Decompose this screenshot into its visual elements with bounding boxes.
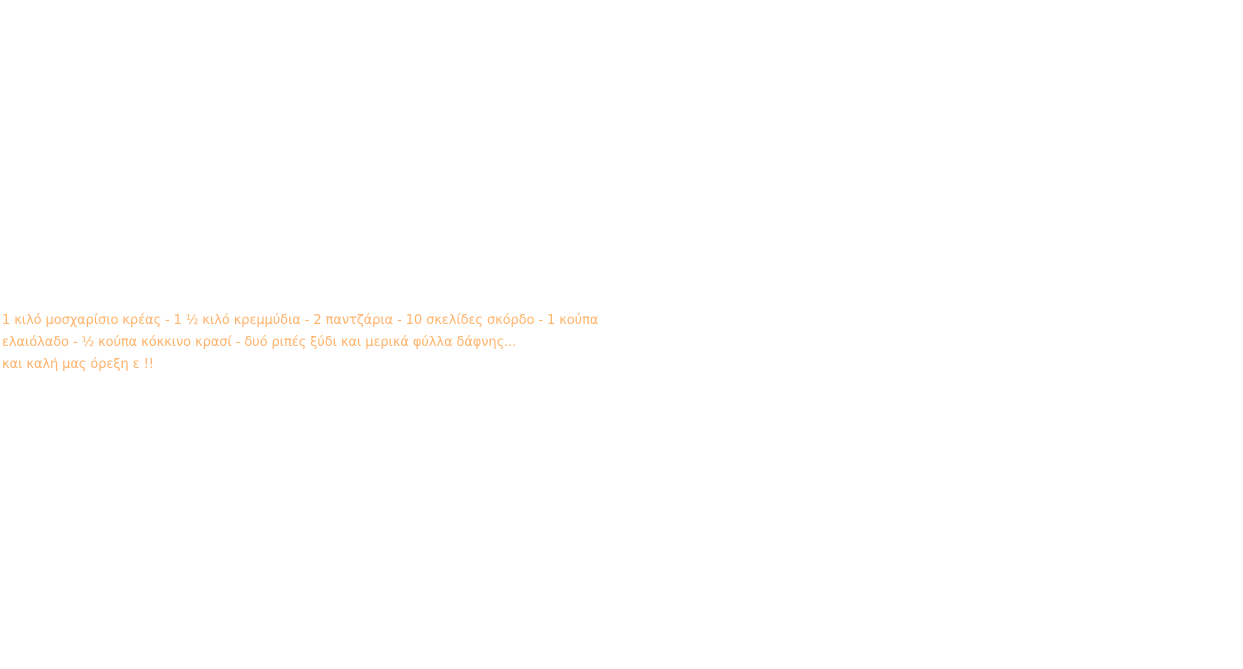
recipe-text: 1 κιλό μοσχαρίσιο κρέας - 1 ½ κιλό κρεμμ… [2, 310, 602, 376]
recipe-line-closing: και καλή μας όρεξη ε !! [2, 357, 154, 372]
recipe-line-ingredients-1: 1 κιλό μοσχαρίσιο κρέας - 1 ½ κιλό κρεμμ… [2, 313, 599, 328]
recipe-line-ingredients-2: ελαιόλαδο - ½ κούπα κόκκινο κρασί - δυό … [2, 335, 517, 350]
